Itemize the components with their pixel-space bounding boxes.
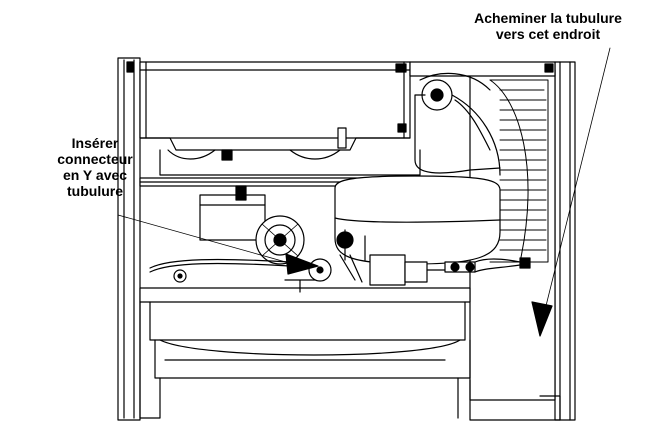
left-side-panel	[117, 57, 141, 421]
compressor	[334, 175, 501, 265]
callout-route-tubing: Acheminer la tubulure vers cet endroit	[448, 10, 648, 42]
leader-route-tubing	[539, 47, 611, 331]
callout-insert-line2: connecteur	[57, 151, 133, 167]
right-side-panel	[409, 61, 576, 421]
fan-motor	[414, 72, 501, 176]
tubing	[149, 258, 291, 283]
housing-brackets	[139, 127, 421, 176]
pump-motor	[199, 185, 305, 265]
arrow-route-tubing	[531, 301, 553, 337]
callout-insert-line4: tubulure	[67, 183, 123, 199]
callout-route-line2: vers cet endroit	[495, 26, 601, 42]
leader-insert-connector	[117, 214, 301, 267]
callout-insert-line3: en Y avec	[62, 167, 128, 183]
arrow-insert-connector	[285, 253, 319, 275]
callout-insert-connector: Insérer connecteur en Y avec tubulure	[40, 135, 150, 199]
base-tray	[139, 279, 471, 419]
upper-housing	[139, 61, 411, 139]
callout-route-line1: Acheminer la tubulure	[474, 10, 622, 26]
callout-insert-line1: Insérer	[71, 135, 119, 151]
